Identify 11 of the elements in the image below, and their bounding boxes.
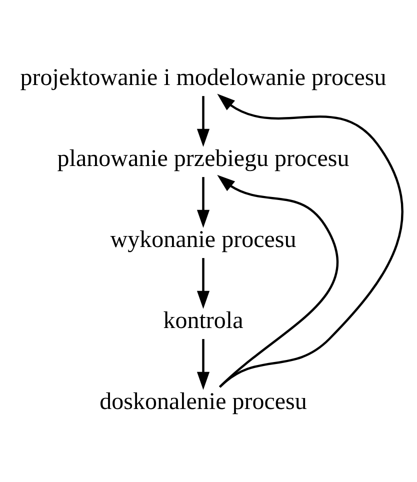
arrow bbox=[196, 176, 210, 228]
node-text: wykonanie procesu bbox=[110, 226, 296, 253]
node-text: doskonalenie procesu bbox=[100, 388, 307, 415]
arrow bbox=[196, 96, 210, 146]
arrow bbox=[217, 93, 404, 388]
arrow bbox=[196, 258, 210, 308]
node-text: kontrola bbox=[163, 308, 244, 334]
arrow bbox=[217, 174, 338, 388]
node-text: projektowanie i modelowanie procesu bbox=[20, 64, 386, 91]
arrow bbox=[196, 338, 210, 390]
node-text: planowanie przebiegu procesu bbox=[57, 146, 350, 172]
